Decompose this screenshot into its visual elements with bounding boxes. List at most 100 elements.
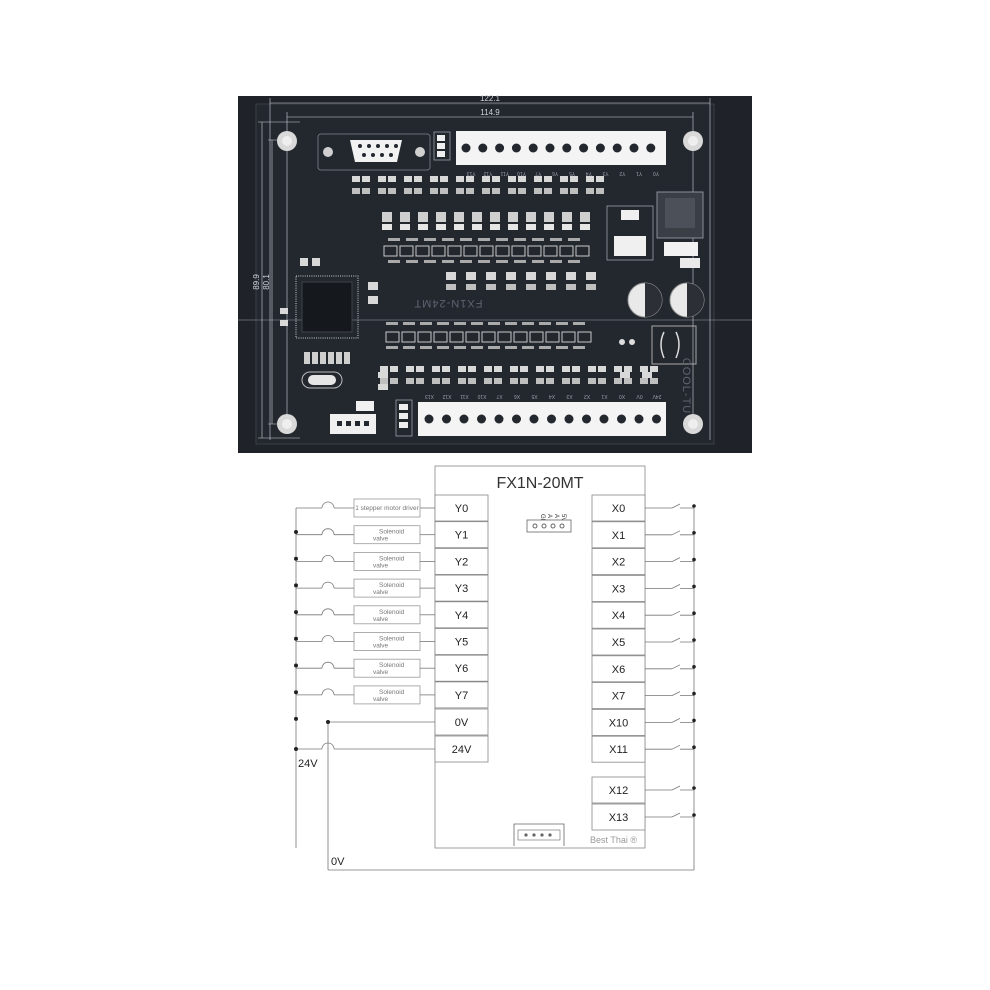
output-pin-label: Y7 xyxy=(455,690,468,702)
bottom-port xyxy=(513,823,565,846)
board-model-silk: FX1N-24MT xyxy=(414,297,483,309)
rail-24v-label: 24V xyxy=(298,758,318,770)
input-pin-label: X7 xyxy=(612,691,625,703)
input-pin-label: X2 xyxy=(612,557,625,569)
input-pin-label: X0 xyxy=(612,503,625,515)
input-row: X13 xyxy=(591,803,696,831)
input-pin-label: X11 xyxy=(609,744,628,756)
dimension-lines xyxy=(258,98,711,440)
top-terminal-label: Y4 xyxy=(586,170,592,176)
power-pin-row: 24V xyxy=(294,735,489,763)
power-pin-row: 0V xyxy=(326,708,489,736)
output-pin-label: Y1 xyxy=(455,530,468,542)
capacitors xyxy=(627,282,705,318)
input-pin-label: X6 xyxy=(612,664,625,676)
dim-inner-height: 80.1 xyxy=(262,274,271,290)
output-pin-label: Y5 xyxy=(455,637,468,649)
top-terminal-label: Y11 xyxy=(500,170,509,176)
diagram-brand: Best Thai ® xyxy=(590,835,637,845)
power-pin-label: 0V xyxy=(455,717,469,729)
input-row: X4 xyxy=(591,601,696,629)
bottom-terminal-label: X2 xyxy=(584,393,590,399)
input-row: X10 xyxy=(591,709,696,736)
input-row: X0 xyxy=(591,494,696,522)
bottom-terminal-label: X3 xyxy=(566,393,572,399)
output-device-label: 1 stepper motor driver xyxy=(355,505,419,512)
dim-inner-width: 114.9 xyxy=(480,108,500,117)
input-row: X11 xyxy=(591,735,696,763)
header-3pin-bottom xyxy=(395,399,413,437)
top-terminal-label: Y5 xyxy=(569,170,575,176)
top-terminal-label: Y12 xyxy=(483,170,492,176)
bottom-terminal-label: X0 xyxy=(619,393,625,399)
dim-outer-height: 89.9 xyxy=(252,274,261,290)
top-terminal-label: Y3 xyxy=(602,170,608,176)
bottom-terminal-label: X10 xyxy=(477,393,486,399)
input-row: X6 xyxy=(591,655,696,683)
input-row: X2 xyxy=(591,548,696,575)
bottom-terminal-label: X6 xyxy=(514,393,520,399)
input-pin-label: X13 xyxy=(609,812,629,824)
bottom-terminal-label: X5 xyxy=(531,393,537,399)
top-terminal-label: Y2 xyxy=(619,170,625,176)
mounting-holes xyxy=(277,131,703,434)
output-row: Y0 1 stepper motor driver xyxy=(294,494,489,534)
power-pin-label: 24V xyxy=(452,744,472,756)
output-pin-label: Y4 xyxy=(455,610,468,622)
pcb-board: 122.1 114.9 89.9 80.1 xyxy=(238,94,752,453)
input-row: X12 xyxy=(591,776,696,804)
input-pin-label: X4 xyxy=(612,610,625,622)
bottom-terminal-label: X7 xyxy=(496,393,502,399)
bottom-terminal-label: X12 xyxy=(442,393,451,399)
bottom-terminal-label: X13 xyxy=(425,393,434,399)
output-pin-label: Y0 xyxy=(455,503,468,515)
top-terminal-label: Y6 xyxy=(552,170,558,176)
bottom-terminal-block xyxy=(418,402,666,436)
mcu-chip xyxy=(295,275,359,339)
top-terminal-label: Y0 xyxy=(653,170,659,176)
input-pin-label: X12 xyxy=(609,785,629,797)
rail-0v-label: 0V xyxy=(331,856,345,868)
dim-outer-width: 122.1 xyxy=(480,94,501,103)
relay-module xyxy=(656,191,704,268)
board-brand-silk: COOL-TU xyxy=(680,358,692,415)
bottom-terminal-label: X11 xyxy=(460,393,469,399)
output-pin-label: Y3 xyxy=(455,583,468,595)
wiring-diagram: FX1N-20MT GND A IN A OUT 5V Best Thai ® … xyxy=(294,465,696,871)
bottom-terminal-label: X4 xyxy=(549,393,555,399)
bottom-terminal-label: 24V xyxy=(652,393,662,399)
voltage-regulator xyxy=(606,205,654,261)
input-row: X7 xyxy=(591,682,696,709)
db9-connector xyxy=(317,133,431,171)
header-4pin-bottom xyxy=(330,401,376,434)
smd-components xyxy=(280,176,658,390)
input-pin-label: X1 xyxy=(612,530,625,542)
input-pin-label: X3 xyxy=(612,583,625,595)
input-pin-label: X10 xyxy=(609,717,629,729)
header-3pin-top xyxy=(433,131,451,161)
analog-header: GND A IN A OUT 5V xyxy=(526,514,572,533)
bottom-terminal-label: X1 xyxy=(601,393,607,399)
analog-label-5v: 5V xyxy=(560,514,566,521)
input-row: X1 xyxy=(591,521,696,549)
diagram-title: FX1N-20MT xyxy=(496,475,583,492)
isolation-transformer xyxy=(619,325,697,365)
crystal-oscillator xyxy=(301,371,343,389)
top-terminal-label: Y7 xyxy=(535,170,541,176)
top-terminal-label: Y1 xyxy=(636,170,642,176)
bottom-terminal-label: 0V xyxy=(636,393,643,399)
input-pin-label: X5 xyxy=(612,637,625,649)
input-row: X3 xyxy=(591,575,696,602)
